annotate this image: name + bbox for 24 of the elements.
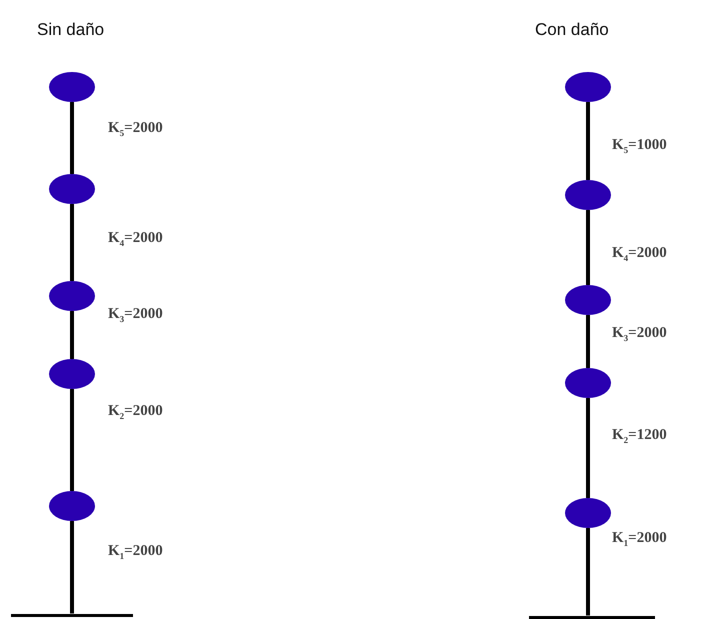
heading: Con daño (535, 20, 609, 40)
column-line (586, 210, 590, 285)
stiffness-label: K$_{3}$=2000 (108, 306, 163, 324)
stiffness-label: K$_{4}$=2000 (612, 245, 667, 263)
ground-line (529, 616, 655, 618)
stiffness-label: K$_{1}$=2000 (612, 530, 667, 548)
ground-line (11, 614, 133, 616)
column-line (586, 398, 590, 498)
stiffness-label: K$_{3}$=2000 (612, 325, 667, 343)
column-line (70, 521, 74, 614)
column-line (586, 315, 590, 368)
column-line (70, 389, 74, 491)
stiffness-label: K$_{1}$=2000 (108, 543, 163, 561)
stiffness-label: K$_{5}$=2000 (108, 120, 163, 138)
heading: Sin daño (37, 20, 104, 40)
column-line (586, 102, 590, 180)
stiffness-label: K$_{2}$=2000 (108, 403, 163, 421)
stiffness-label: K$_{2}$=1200 (612, 427, 667, 445)
stiffness-label: K$_{5}$=1000 (612, 137, 667, 155)
column-line (70, 311, 74, 359)
column-line (70, 102, 74, 174)
column-line (70, 204, 74, 281)
column-line (586, 528, 590, 616)
stiffness-label: K$_{4}$=2000 (108, 230, 163, 248)
